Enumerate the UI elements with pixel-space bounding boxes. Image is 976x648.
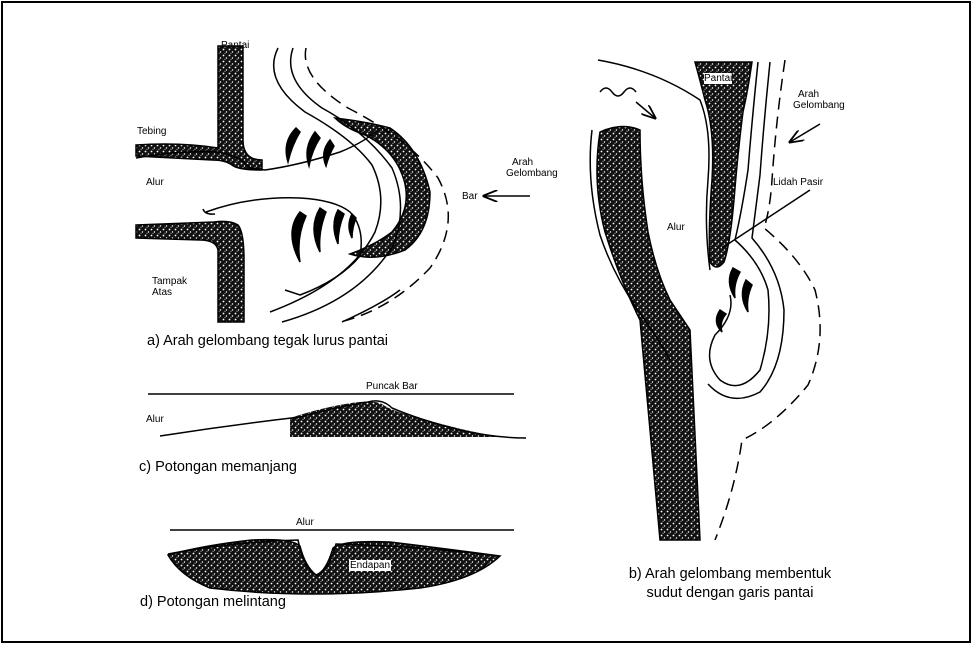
deposit-section-d	[168, 540, 500, 594]
panel-b-plan-view	[590, 60, 820, 540]
label-arah-b: Arah	[798, 89, 819, 100]
caption-a: a) Arah gelombang tegak lurus pantai	[147, 332, 388, 351]
lower-jetty	[136, 221, 244, 322]
flow-line-1	[270, 48, 381, 312]
left-coast-deposit	[597, 126, 700, 540]
bar-deposit	[335, 118, 430, 257]
wave-arrow-b-left	[636, 102, 655, 118]
lidah-pasir-pointer	[722, 190, 810, 248]
label-alur-b: Alur	[667, 222, 685, 233]
wave-symbol	[600, 88, 636, 96]
caption-c: c) Potongan memanjang	[139, 458, 297, 477]
label-alur-c: Alur	[146, 414, 164, 425]
label-tebing: Tebing	[137, 126, 166, 137]
caption-b: b) Arah gelombang membentuk sudut dengan…	[565, 565, 895, 603]
label-pantai-a: Pantai	[221, 40, 249, 51]
panel-d-cross-section	[168, 530, 514, 594]
caption-d: d) Potongan melintang	[140, 593, 286, 612]
label-pantai-b: Pantai	[704, 73, 732, 84]
panel-c-longitudinal	[148, 394, 526, 438]
label-atas: Atas	[152, 287, 172, 298]
label-arah-a: Arah	[512, 157, 533, 168]
flow-line-2	[282, 48, 401, 322]
caption-b-line-1: b) Arah gelombang membentuk	[565, 565, 895, 584]
label-gelombang-a: Gelombang	[506, 168, 558, 179]
panel-a-plan-view	[136, 46, 530, 322]
upper-coast-deposit	[695, 62, 752, 267]
flow-line-outer	[342, 290, 400, 322]
label-lidah-pasir: Lidah Pasir	[773, 177, 823, 188]
caption-b-line-2: sudut dengan garis pantai	[565, 584, 895, 603]
wave-arrow-b-right	[790, 124, 820, 142]
label-alur-d: Alur	[296, 517, 314, 528]
label-bar: Bar	[462, 191, 478, 202]
label-alur-a: Alur	[146, 177, 164, 188]
label-gelombang-b: Gelombang	[793, 100, 845, 111]
label-puncak-bar: Puncak Bar	[366, 381, 418, 392]
label-endapan: Endapan	[349, 560, 391, 571]
label-tampak: Tampak	[152, 276, 187, 287]
